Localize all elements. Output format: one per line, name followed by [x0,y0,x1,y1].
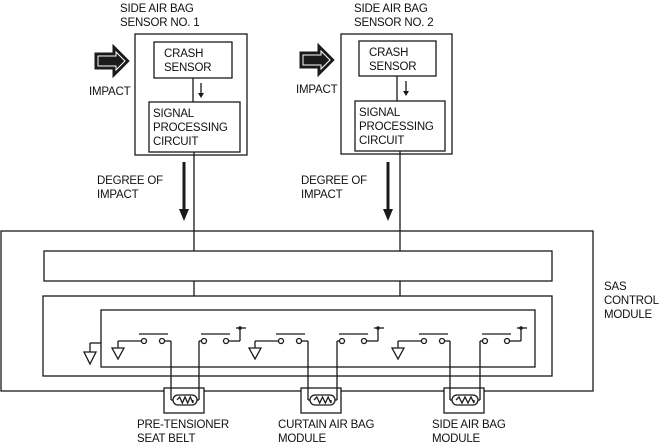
side-air-bag-sensor-2: SIDE AIR BAG SENSOR NO. 2 CRASH SENSOR S… [296,3,453,221]
squib-igniter-icon [170,388,200,406]
switch-group-2 [247,326,384,388]
sas-processing-bar [43,250,553,282]
ground-icon-main [82,342,101,366]
sensor-2-spc-label-2: PROCESSING [359,121,434,133]
sensor-1-title-line1: SIDE AIR BAG [120,3,194,15]
sensor-1-signal-arrow-icon [198,83,204,98]
output-3-label-line2: MODULE [432,433,481,445]
high-side-switch-icon [336,328,379,388]
sas-label-line1: SAS [604,281,627,293]
sensor-2-title-line1: SIDE AIR BAG [354,3,428,15]
sensor-1-crash-label-1: CRASH [164,48,203,60]
switch-groups [110,326,527,388]
low-side-switch-icon [139,333,172,388]
sensor-2-impact-arrow-icon [299,42,335,78]
power-terminal-icon [236,326,246,330]
sas-control-module: SAS CONTROL MODULE [0,151,660,392]
output-1-label-line2: SEAT BELT [137,433,195,445]
sensor-2-degree-arrow-icon [383,162,393,221]
low-side-switch-icon [276,333,309,388]
side-air-bag-sensor-1: SIDE AIR BAG SENSOR NO. 1 CRASH SENSOR S… [89,3,248,221]
sensor-1-spc-label-3: CIRCUIT [153,136,198,148]
sensor-2-degree-label-1: DEGREE OF [301,175,367,187]
sensor-1-crash-sensor-box [153,41,233,79]
sensor-1-degree-label-2: IMPACT [97,189,139,201]
output-module-3 [443,387,485,414]
squib-igniter-icon [449,388,481,406]
switch-group-3 [390,326,527,388]
sas-label-line3: MODULE [604,309,653,321]
sensor-1-spc-label-1: SIGNAL [153,108,195,120]
output-module-1 [163,387,205,414]
ground-icon [390,340,421,361]
output-module-2 [300,387,342,414]
sensor-2-crash-label-1: CRASH [369,47,408,59]
power-terminal-icon [374,326,384,330]
sensor-2-degree-label-2: IMPACT [301,189,343,201]
sensor-1-spc-label-2: PROCESSING [153,122,228,134]
sensor-2-spc-label-3: CIRCUIT [359,135,404,147]
output-2-label-line2: MODULE [278,433,327,445]
sensor-1-degree-arrow-icon [179,162,189,221]
sensor-1-impact-arrow-icon [94,43,130,79]
low-side-switch-icon [419,333,451,388]
sensor-1-title-line2: SENSOR NO. 1 [120,17,199,29]
sas-switch-circuit-box [100,309,536,368]
output-3-label-line1: SIDE AIR BAG [432,419,506,431]
sensor-2-crash-label-2: SENSOR [369,61,416,73]
sensor-2-title-line2: SENSOR NO. 2 [354,17,433,29]
sensor-1-crash-label-2: SENSOR [164,62,211,74]
high-side-switch-icon [198,328,241,388]
output-2-label-line1: CURTAIN AIR BAG [278,419,375,431]
sensor-2-crash-sensor-box [358,40,437,77]
output-modules [163,387,485,414]
ground-icon [110,340,141,361]
sensor-1-signal-processing-box [148,101,241,153]
squib-igniter-icon [307,388,338,406]
switch-group-1 [110,326,246,388]
sensor-2-signal-processing-box [354,100,446,152]
sensor-2-signal-arrow-icon [403,81,409,96]
sensor-1-impact-label: IMPACT [89,86,131,98]
sensor-2-spc-label-1: SIGNAL [359,107,401,119]
sas-label-line2: CONTROL [604,295,660,307]
sensor-2-impact-label: IMPACT [296,84,338,96]
sensor-1-degree-label-1: DEGREE OF [97,175,163,187]
power-terminal-icon [517,326,527,330]
ground-icon [247,340,278,361]
high-side-switch-icon [479,328,522,388]
output-1-label-line1: PRE-TENSIONER [137,419,229,431]
